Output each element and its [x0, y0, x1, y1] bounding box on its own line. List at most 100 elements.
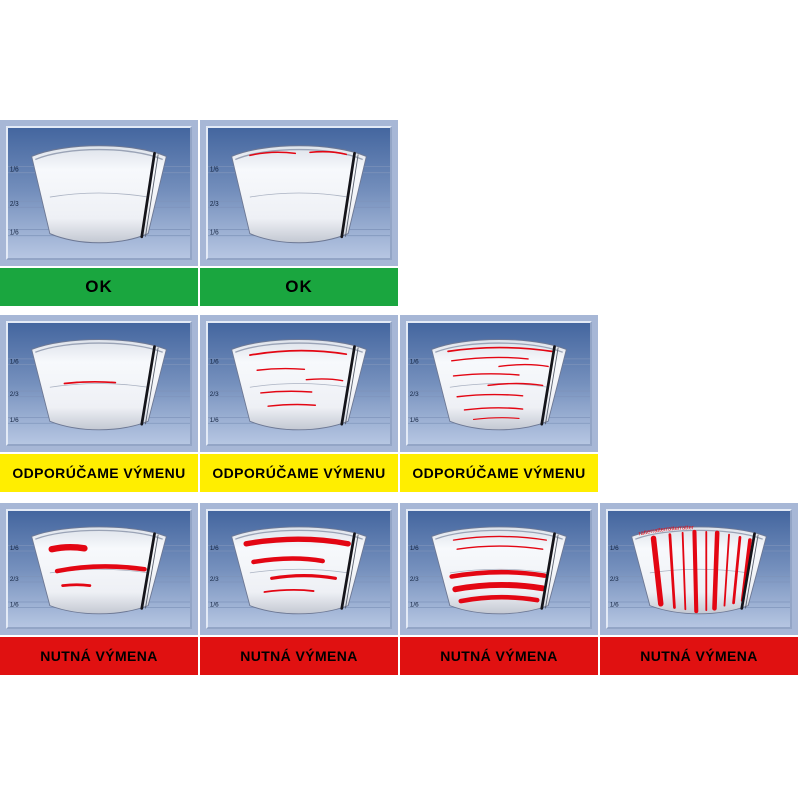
windshield-diagram: 1/6 2/3 1/6 — [408, 511, 590, 628]
status-label-recommend: ODPORÚČAME VÝMENU — [0, 454, 198, 492]
scale-labels: 1/6 2/3 1/6 — [210, 359, 219, 425]
scale-labels: 1/6 2/3 1/6 — [210, 545, 219, 608]
scale-label-middle: 2/3 — [410, 576, 419, 583]
scale-label-top: 1/6 — [410, 545, 419, 552]
illustration-box: 1/6 2/3 1/6 — [200, 315, 398, 452]
scale-label-middle: 2/3 — [210, 576, 219, 583]
status-label-must: NUTNÁ VÝMENA — [400, 637, 598, 675]
windshield-glass — [231, 339, 367, 431]
wiper-blade — [140, 345, 156, 426]
illustration-box: 1/6 2/3 1/6 — [200, 503, 398, 636]
windshield-diagram: 1/6 2/3 1/6 — [8, 511, 190, 628]
wear-streaks — [447, 346, 553, 420]
wiper-blade — [140, 151, 156, 239]
scale-label-middle: 2/3 — [210, 201, 219, 208]
glass-top-edge — [35, 342, 163, 353]
wiper-blade-highlight — [144, 154, 159, 237]
panel-recommend-3: 1/6 2/3 1/6 ODPORÚČAME VÝMENU — [400, 315, 598, 492]
illustration-box: 1/6 2/3 1/6 — [0, 503, 198, 636]
scale-labels: 1/6 2/3 1/6 — [410, 359, 419, 425]
scale-label-middle: 2/3 — [610, 576, 619, 583]
scale-label-top: 1/6 — [10, 166, 19, 173]
status-label-recommend: ODPORÚČAME VÝMENU — [200, 454, 398, 492]
illustration-frame: 1/6 2/3 1/6 — [206, 321, 392, 446]
scale-label-bottom: 1/6 — [610, 602, 619, 609]
wear-streaks — [48, 543, 147, 587]
scale-label-bottom: 1/6 — [210, 417, 219, 424]
wiper-blade — [540, 345, 556, 426]
windshield-glass — [231, 145, 367, 244]
scale-labels: 1/6 2/3 1/6 — [210, 166, 219, 236]
illustration-box: 1/6 2/3 1/6 — [200, 120, 398, 266]
wiper-blade-highlight — [344, 154, 359, 237]
scale-label-top: 1/6 — [410, 359, 419, 366]
wiper-blade-highlight — [544, 534, 559, 609]
glass-reflection — [49, 383, 149, 388]
panel-must-4: 1/6 2/3 1/6 ratterratterratterratter NUT… — [600, 503, 798, 675]
illustration-frame: 1/6 2/3 1/6 — [406, 321, 592, 446]
wiper-blade — [340, 151, 356, 239]
scale-label-top: 1/6 — [210, 359, 219, 366]
illustration-frame: 1/6 2/3 1/6 — [406, 509, 592, 630]
illustration-frame: 1/6 2/3 1/6 ratterratterratterratter — [606, 509, 792, 630]
row-ok: 1/6 2/3 1/6 OK 1/6 2/3 — [0, 120, 398, 306]
status-label-must: NUTNÁ VÝMENA — [600, 637, 798, 675]
windshield-diagram: 1/6 2/3 1/6 — [208, 128, 390, 258]
illustration-box: 1/6 2/3 1/6 — [400, 503, 598, 636]
wear-streaks — [449, 535, 548, 604]
wiper-blade — [340, 345, 356, 426]
glass-top-edge — [235, 529, 363, 540]
status-label-ok: OK — [200, 268, 398, 306]
glass-top-edge — [35, 529, 163, 540]
glass-reflection — [49, 192, 149, 198]
illustration-frame: 1/6 2/3 1/6 — [6, 321, 192, 446]
windshield-diagram: 1/6 2/3 1/6 — [8, 128, 190, 258]
wear-streaks — [243, 536, 351, 593]
scale-label-bottom: 1/6 — [210, 229, 219, 236]
scale-labels: 1/6 2/3 1/6 — [10, 166, 19, 236]
glass-reflection — [449, 568, 549, 574]
windshield-glass — [31, 145, 167, 244]
scale-label-bottom: 1/6 — [10, 417, 19, 424]
panel-must-3: 1/6 2/3 1/6 NUTNÁ VÝMENA — [400, 503, 598, 675]
scale-label-middle: 2/3 — [410, 391, 419, 398]
scale-labels: 1/6 2/3 1/6 — [10, 359, 19, 425]
glass-top-edge — [435, 342, 563, 353]
scale-label-bottom: 1/6 — [210, 602, 219, 609]
illustration-box: 1/6 2/3 1/6 — [0, 120, 198, 266]
row-replacement-necessary: 1/6 2/3 1/6 NUTNÁ VÝMENA 1/6 — [0, 503, 798, 675]
wiper-blade — [540, 532, 556, 610]
scale-label-top: 1/6 — [10, 359, 19, 366]
wiper-blade-highlight — [144, 534, 159, 609]
panel-recommend-1: 1/6 2/3 1/6 ODPORÚČAME VÝMENU — [0, 315, 198, 492]
scale-label-bottom: 1/6 — [10, 602, 19, 609]
glass-reflection — [249, 192, 349, 198]
glass-top-edge — [235, 148, 363, 161]
illustration-frame: 1/6 2/3 1/6 — [206, 509, 392, 630]
wiper-blade-highlight — [144, 347, 159, 425]
wiper-blade-highlight — [744, 534, 759, 609]
scale-label-top: 1/6 — [10, 545, 19, 552]
windshield-glass — [631, 526, 767, 615]
scale-label-middle: 2/3 — [10, 201, 19, 208]
scale-label-top: 1/6 — [210, 545, 219, 552]
panel-ok-2: 1/6 2/3 1/6 OK — [200, 120, 398, 306]
scale-label-middle: 2/3 — [10, 576, 19, 583]
wear-streaks — [249, 349, 348, 407]
glass-reflection — [249, 568, 349, 574]
wear-streaks — [249, 150, 348, 157]
status-label-ok: OK — [0, 268, 198, 306]
wiper-blade-highlight — [344, 534, 359, 609]
scale-labels: 1/6 2/3 1/6 — [610, 545, 619, 608]
panel-ok-1: 1/6 2/3 1/6 OK — [0, 120, 198, 306]
glass-top-edge — [435, 529, 563, 540]
illustration-box: 1/6 2/3 1/6 — [400, 315, 598, 452]
glass-reflection — [249, 383, 349, 388]
row-replacement-recommended: 1/6 2/3 1/6 ODPORÚČAME VÝMENU — [0, 315, 598, 492]
glass-top-edge — [35, 148, 163, 161]
illustration-frame: 1/6 2/3 1/6 — [6, 509, 192, 630]
scale-label-bottom: 1/6 — [410, 417, 419, 424]
scale-label-middle: 2/3 — [10, 391, 19, 398]
panel-recommend-2: 1/6 2/3 1/6 ODPORÚČAME VÝMENU — [200, 315, 398, 492]
